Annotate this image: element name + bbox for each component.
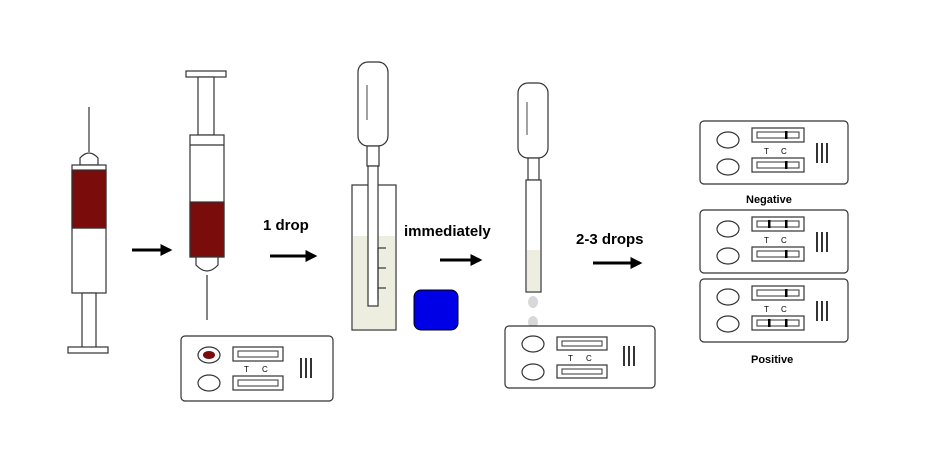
control-line xyxy=(785,131,788,139)
label-1-drop: 1 drop xyxy=(263,217,309,234)
t-mark: T xyxy=(764,305,769,314)
dropper-in-tube-icon xyxy=(351,61,397,331)
test-cassette-sample: T C xyxy=(180,335,334,402)
drop-icon xyxy=(528,296,538,308)
c-mark: C xyxy=(781,236,787,245)
test-cassette-buffer: T C xyxy=(504,325,656,389)
syringe-full-icon xyxy=(67,107,109,354)
control-line xyxy=(785,319,788,327)
drop-icon xyxy=(528,316,538,328)
control-line xyxy=(785,161,788,169)
label-2-3-drops: 2-3 drops xyxy=(576,231,644,248)
c-mark: C xyxy=(781,147,787,156)
label-positive: Positive xyxy=(751,354,793,366)
test-line xyxy=(768,220,771,228)
result-cassette-positive: T C xyxy=(699,209,849,274)
t-mark: T xyxy=(764,147,769,156)
buffer-bottle-icon xyxy=(413,289,459,331)
result-cassette-positive: T C xyxy=(699,278,849,343)
control-line xyxy=(785,289,788,297)
t-mark: T xyxy=(568,354,573,363)
t-mark: T xyxy=(244,365,249,374)
c-mark: C xyxy=(262,365,268,374)
syringe-dispensing-icon xyxy=(185,70,227,320)
test-line xyxy=(768,319,771,327)
c-mark: C xyxy=(781,305,787,314)
blood-sample xyxy=(71,169,107,229)
label-immediately: immediately xyxy=(404,223,491,240)
c-mark: C xyxy=(586,354,592,363)
label-negative: Negative xyxy=(746,194,792,206)
result-cassette-negative: T C xyxy=(699,120,849,185)
t-mark: T xyxy=(764,236,769,245)
dropper-dropping-icon xyxy=(517,82,549,293)
control-line xyxy=(785,220,788,228)
control-line xyxy=(785,250,788,258)
